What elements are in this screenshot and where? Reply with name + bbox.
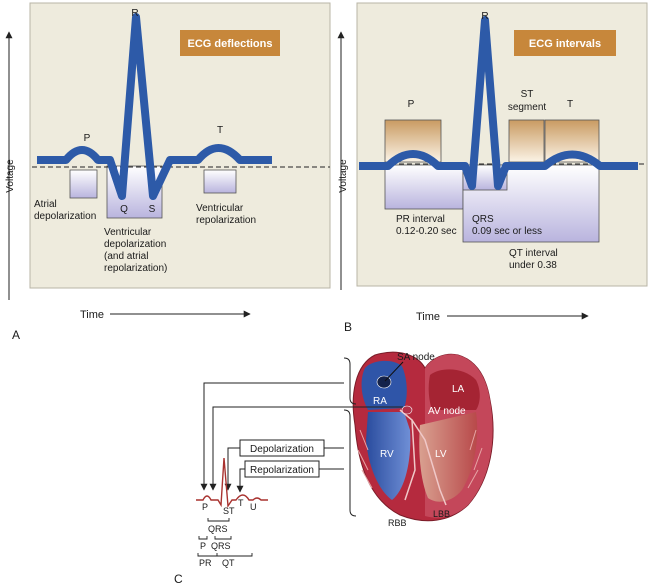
sa-node: [376, 375, 392, 389]
qt-label-2: under 0.38: [509, 260, 557, 271]
b-wave-p-label: P: [408, 99, 415, 110]
mini-qrs-bracket-top: [207, 518, 230, 522]
lbb-pathway: [411, 419, 447, 506]
mini-qt-label: QT: [222, 558, 235, 568]
rbb-pathway: [399, 409, 416, 501]
vent-depol-caption-4: repolarization): [104, 263, 167, 274]
lbb-label: LBB: [433, 509, 450, 519]
panel-b-badge-text: ECG intervals: [529, 38, 601, 50]
st-label-1: ST: [521, 89, 534, 100]
ventricles-bracket: [343, 409, 357, 517]
mini-u-label: U: [250, 502, 257, 512]
mini-ecg-trace: [196, 457, 268, 509]
av-node-label: AV node: [428, 406, 466, 417]
qrs-label-1: QRS: [472, 214, 494, 225]
repolarization-arrow: [236, 468, 245, 493]
qt-label-1: QT interval: [509, 248, 558, 259]
st-label-2: segment: [508, 102, 547, 113]
ventricular-repol-box: [203, 169, 237, 194]
sa-to-p-arrow: [200, 382, 344, 491]
purkinje-fibers: [357, 429, 483, 489]
pr-label-1: PR interval: [396, 214, 445, 225]
pr-interval-box: [384, 164, 464, 210]
wave-r-label: R: [131, 8, 138, 19]
sa-node-label: SA node: [397, 352, 435, 363]
panel-a-letter: A: [12, 328, 20, 342]
vent-depol-caption-2: depolarization: [104, 239, 166, 250]
vent-repol-caption-2: repolarization: [196, 215, 256, 226]
vent-depol-caption-1: Ventricular: [104, 227, 152, 238]
vent-repol-caption-1: Ventricular: [196, 203, 244, 214]
st-segment-box: [508, 119, 545, 163]
atria-bracket: [343, 357, 357, 405]
panel-b: Voltage Time B ECG intervals P R T ST se…: [337, 2, 648, 334]
wave-s-label: S: [149, 204, 156, 215]
mini-p-label: P: [202, 502, 208, 512]
right-ventricle: [366, 412, 411, 500]
av-to-pr-arrow: [209, 406, 403, 491]
panel-a-y-axis-label: Voltage: [5, 159, 16, 193]
la-label: LA: [452, 384, 465, 395]
pr-label-2: 0.12-0.20 sec: [396, 226, 457, 237]
wave-q-label: Q: [120, 204, 128, 215]
sa-node-leader: [384, 361, 404, 382]
panel-a-badge-text: ECG deflections: [188, 38, 273, 50]
panel-b-x-axis-label: Time: [416, 311, 440, 323]
panel-b-y-axis-label: Voltage: [338, 159, 349, 193]
ra-label: RA: [373, 396, 387, 407]
wave-t-label: T: [217, 125, 223, 136]
b-wave-r-label: R: [481, 11, 488, 22]
depolarization-label: Depolarization: [250, 444, 314, 455]
b-wave-t-label: T: [567, 99, 573, 110]
av-node: [401, 405, 413, 415]
qrs-label-2: 0.09 sec or less: [472, 226, 542, 237]
rv-label: RV: [380, 449, 394, 460]
atrial-caption-1: Atrial: [34, 199, 57, 210]
vent-depol-caption-3: (and atrial: [104, 251, 148, 262]
mini-pr-qt-brackets: [197, 553, 253, 557]
panel-a-badge: [180, 30, 280, 56]
panel-b-badge: [514, 30, 616, 56]
mini-pr-label: PR: [199, 558, 212, 568]
lv-label: LV: [435, 449, 447, 460]
panel-b-letter: B: [344, 320, 352, 334]
rbb-label: RBB: [388, 518, 407, 528]
mini-p-qrs-brackets: [198, 536, 232, 540]
mini-t-label: T: [238, 498, 244, 508]
mini-p2-label: P: [200, 541, 206, 551]
atrial-depol-box: [69, 169, 98, 199]
wave-p-label: P: [84, 133, 91, 144]
mini-qrs2-label: QRS: [211, 541, 231, 551]
depolarization-arrow: [224, 447, 240, 491]
panel-b-ecg-trace: [359, 16, 638, 190]
panel-a: Voltage Time A ECG deflections P R Q S T…: [5, 2, 331, 342]
repolarization-label: Repolarization: [250, 465, 314, 476]
mini-st-label: ST: [223, 506, 235, 516]
left-atrium: [428, 369, 480, 410]
mini-qrs-label: QRS: [208, 524, 228, 534]
panel-c: SA node RA LA AV node RV LV RBB LBB Depo…: [174, 351, 494, 586]
panel-c-letter: C: [174, 572, 183, 586]
left-ventricle: [419, 412, 478, 502]
panel-a-ecg-trace: [37, 13, 272, 200]
panel-a-x-axis-label: Time: [80, 309, 104, 321]
atrial-caption-2: depolarization: [34, 211, 96, 222]
